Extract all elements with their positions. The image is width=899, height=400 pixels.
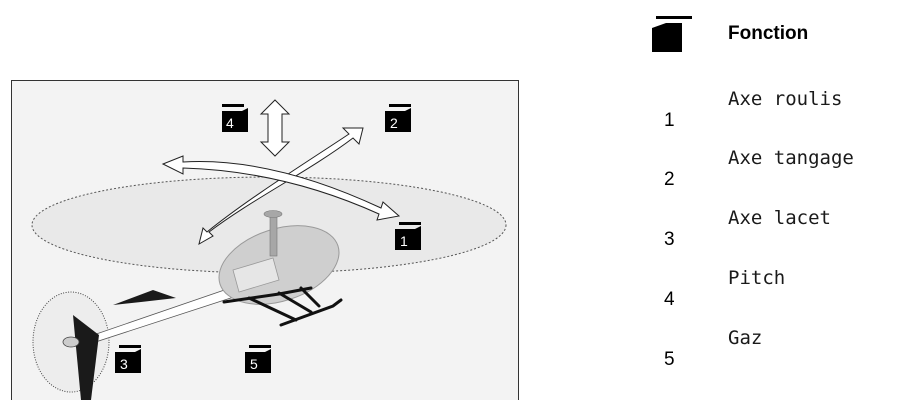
tail-fin-vertical — [73, 315, 99, 400]
legend-number: 1 — [664, 110, 675, 131]
landing-skids — [222, 286, 343, 327]
legend-number: 3 — [664, 229, 675, 250]
legend-label: Gaz — [728, 327, 763, 349]
legend-row: 4 Pitch — [645, 267, 895, 310]
tail-rotor-hub — [62, 336, 80, 348]
tail-fin-top — [113, 290, 176, 305]
badge-3-label: 3 — [120, 356, 128, 372]
pitch-axis-arrow — [198, 127, 364, 246]
engine-cowl — [232, 257, 280, 293]
legend-number: 2 — [664, 169, 675, 190]
legend-row: 1 Axe roulis — [645, 88, 895, 131]
legend-label: Pitch — [728, 267, 786, 289]
legend-label: Axe roulis — [728, 88, 843, 110]
badge-4: 4 — [222, 104, 248, 132]
badge-5: 5 — [245, 345, 271, 373]
helicopter-diagram: 4 2 1 3 5 — [11, 80, 519, 400]
badge-2-label: 2 — [390, 115, 398, 131]
legend-label: Axe tangage — [728, 147, 854, 169]
function-legend: Fonction 1 Axe roulis 2 Axe tangage 3 Ax… — [645, 10, 895, 395]
legend-number: 4 — [664, 289, 675, 310]
badge-2: 2 — [385, 104, 411, 132]
badge-5-label: 5 — [250, 356, 258, 372]
badge-3: 3 — [115, 345, 141, 373]
function-badge-icon — [652, 16, 692, 52]
badge-1-label: 1 — [400, 233, 408, 249]
roll-axis-arrow — [161, 155, 401, 221]
rotor-head — [263, 210, 283, 218]
legend-row: 3 Axe lacet — [645, 207, 895, 250]
legend-header: Fonction — [728, 23, 809, 44]
rotor-mast — [269, 213, 278, 257]
pitch-arrow — [259, 99, 291, 157]
legend-number: 5 — [664, 349, 675, 370]
badge-1: 1 — [395, 222, 421, 250]
legend-label: Axe lacet — [728, 207, 831, 229]
legend-row: 5 Gaz — [645, 327, 895, 370]
badge-4-label: 4 — [226, 115, 234, 131]
legend-row: 2 Axe tangage — [645, 147, 895, 190]
